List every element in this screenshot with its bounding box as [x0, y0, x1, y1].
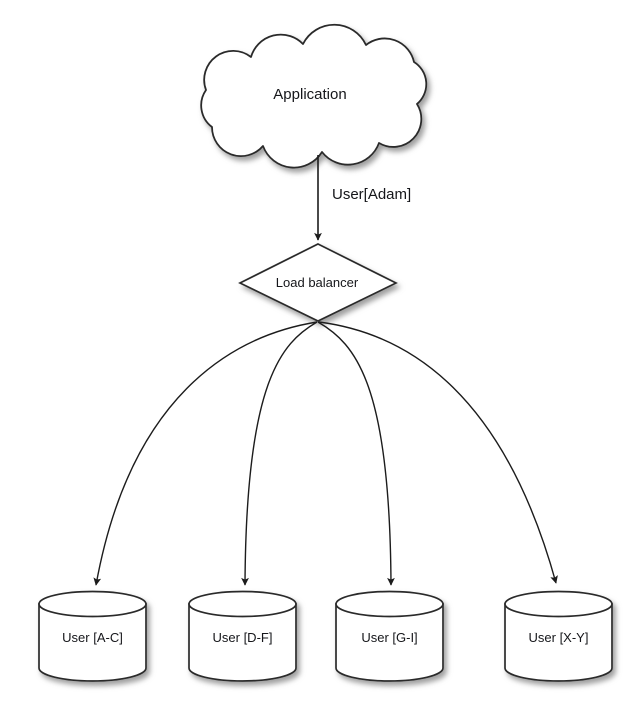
node-db-a-c-shape — [38, 590, 147, 682]
db-d-f-node-label: User [D-F] — [212, 630, 273, 645]
node-db-x-y-shape — [504, 590, 613, 682]
edge-lb-to-db-x-y-path — [318, 321, 558, 584]
edge-group-lb-to-databases — [93, 321, 558, 586]
db-x-y-node-label: User [X-Y] — [528, 630, 589, 645]
node-db-g-i-shape — [335, 590, 444, 682]
edge-lb-to-db-a-c-path — [93, 321, 318, 586]
db-a-c-node-label: User [A-C] — [62, 630, 123, 645]
node-load-balancer-shape — [238, 243, 398, 322]
load-balancer-node-label: Load balancer — [275, 275, 359, 290]
edge-lb-to-db-d-f-path — [241, 321, 318, 586]
edge-app-to-lb-label: User[Adam] — [332, 186, 412, 203]
node-db-d-f-shape — [188, 590, 297, 682]
db-g-i-node-label: User [G-I] — [361, 630, 418, 645]
edge-lb-to-db-g-i-path — [317, 321, 395, 586]
node-application-shape — [200, 23, 428, 169]
application-node-label: Application — [273, 86, 347, 103]
